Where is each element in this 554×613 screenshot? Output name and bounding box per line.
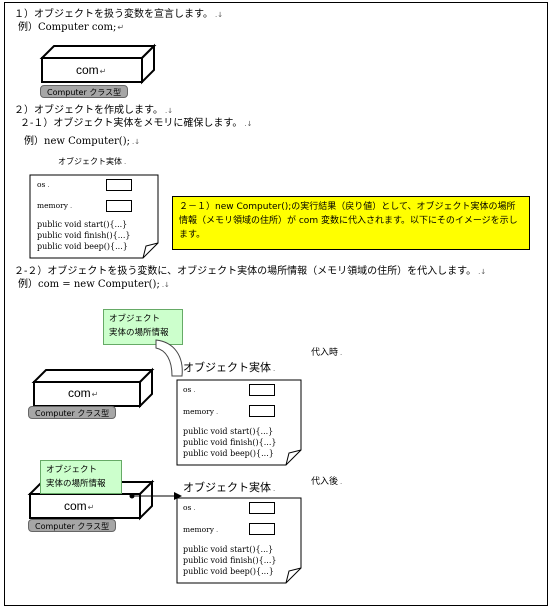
label-during-assign: 代入時. xyxy=(311,348,343,358)
field-memory-box-3 xyxy=(249,523,275,535)
highlight-note: ２－１）new Computer();の実行結果（戻り値）として、オブジェクト実… xyxy=(172,196,530,250)
field-os-box-2 xyxy=(249,384,275,396)
label-after-assign: 代入後. xyxy=(311,477,343,487)
callout-2-line1: オブジェクト xyxy=(46,465,98,475)
step2-sub2-title: ２-２）オブジェクトを扱う変数に、オブジェクト実体の場所情報（メモリ領域の住所）… xyxy=(14,266,487,277)
step2-sub1-title: ２-１）オブジェクト実体をメモリに確保します。.↓ xyxy=(20,118,253,129)
field-memory-3: memory. xyxy=(183,525,219,534)
step2-sub1-example: 例）new Computer();.↓ xyxy=(24,136,141,147)
field-os: os. xyxy=(37,180,50,189)
field-memory: memory. xyxy=(37,201,73,210)
variable-box-com-2: com↵ xyxy=(31,367,155,409)
method-beep-2: public void beep(){...} xyxy=(183,449,274,458)
field-memory-2: memory. xyxy=(183,407,219,416)
type-badge: Computer クラス型 xyxy=(40,85,129,98)
field-os-box xyxy=(106,179,132,191)
step1-title: １）オブジェクトを扱う変数を宣言します。.↓ xyxy=(14,9,224,20)
field-memory-box-2 xyxy=(249,405,275,417)
callout-2-line2: 実体の場所情報 xyxy=(46,479,106,489)
assign-curve-arrow xyxy=(155,339,183,377)
method-finish-3: public void finish(){...} xyxy=(183,556,277,565)
field-os-2: os. xyxy=(183,385,196,394)
method-start-3: public void start(){...} xyxy=(183,545,274,554)
object-instance-1: os. memory. public void start(){...} pub… xyxy=(29,174,159,259)
variable-box-label: com↵ xyxy=(76,63,107,77)
step2-title: ２）オブジェクトを作成します。.↓ xyxy=(14,105,174,116)
object-instance-3: os. memory. public void start(){...} pub… xyxy=(176,497,302,584)
method-finish: public void finish(){...} xyxy=(37,231,131,240)
method-beep: public void beep(){...} xyxy=(37,242,128,251)
type-badge-2: Computer クラス型 xyxy=(28,406,117,419)
method-beep-3: public void beep(){...} xyxy=(183,567,274,576)
method-start: public void start(){...} xyxy=(37,220,128,229)
object-instance-label: オブジェクト実体. xyxy=(58,157,127,166)
type-badge-3: Computer クラス型 xyxy=(28,519,117,532)
method-start-2: public void start(){...} xyxy=(183,427,274,436)
step2-sub2-example: 例）com = new Computer();.↓ xyxy=(18,279,170,290)
step1-example: 例）Computer com;↵ xyxy=(18,22,125,33)
field-memory-box xyxy=(106,200,132,212)
callout-line2: 実体の場所情報 xyxy=(109,328,169,338)
field-os-3: os. xyxy=(183,503,196,512)
variable-box-label-3: com↵ xyxy=(64,499,95,513)
document-frame xyxy=(4,2,548,606)
field-os-box-3 xyxy=(249,502,275,514)
method-finish-2: public void finish(){...} xyxy=(183,438,277,447)
variable-box-label-2: com↵ xyxy=(68,386,99,400)
location-callout-1: オブジェクト 実体の場所情報 xyxy=(103,309,183,345)
object-instance-label-2: オブジェクト実体. xyxy=(183,361,276,374)
variable-box-com: com↵ xyxy=(39,43,157,85)
object-instance-2: os. memory. public void start(){...} pub… xyxy=(176,379,302,466)
object-instance-label-3: オブジェクト実体. xyxy=(183,481,276,494)
reference-arrow xyxy=(129,492,182,500)
callout-line1: オブジェクト xyxy=(109,314,161,324)
location-callout-2: オブジェクト 実体の場所情報 xyxy=(40,460,122,494)
